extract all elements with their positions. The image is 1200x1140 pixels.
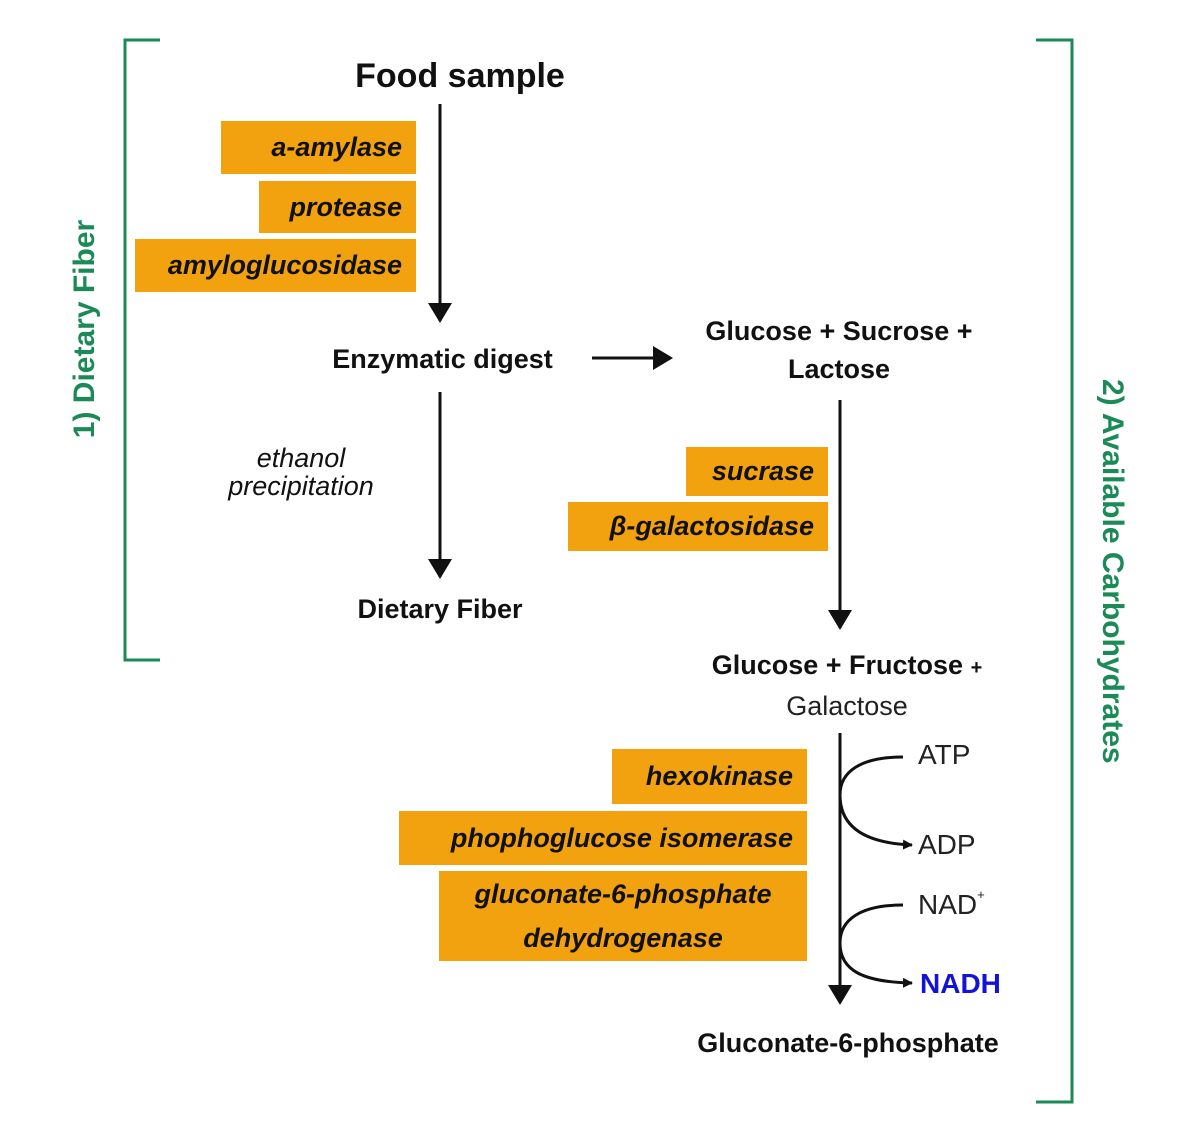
cofactor-adp: ADP — [918, 829, 976, 860]
enzyme-hexokinase: hexokinase — [612, 749, 807, 804]
cofactor-nadh: NADH — [920, 968, 1001, 999]
enzyme-sucrase: sucrase — [686, 447, 828, 496]
section-label-available-carbohydrates: 2) Available Carbohydrates — [1096, 379, 1129, 764]
node-monosaccharides-line1: Glucose + Fructose + — [682, 646, 1012, 687]
node-dietary-fiber: Dietary Fiber — [357, 594, 523, 624]
enzyme-a-amylase: a-amylase — [221, 121, 416, 174]
enzyme-g6pdh-line2: dehydrogenase — [523, 923, 723, 953]
node-gluconate-6-phosphate: Gluconate-6-phosphate — [697, 1028, 999, 1058]
cofactor-nad: NAD — [918, 889, 978, 920]
node-enzymatic-digest: Enzymatic digest — [332, 344, 553, 374]
node-monosaccharides-plus: + — [970, 657, 983, 679]
enzyme-amyloglucosidase: amyloglucosidase — [135, 239, 416, 292]
node-sugars-line1: Glucose + Sucrose + — [705, 316, 973, 346]
node-sugars-line2: Lactose — [787, 354, 891, 384]
note-line1: ethanol — [256, 443, 346, 473]
right-section-bracket — [1036, 38, 1074, 1104]
note-line2: precipitation — [228, 471, 374, 501]
node-sugars: Glucose + Sucrose + Lactose — [680, 312, 998, 388]
cofactor-nad-plus: NAD+ — [918, 887, 985, 921]
node-monosaccharides-line2: Galactose — [786, 691, 908, 721]
enzyme-protease: protease — [259, 181, 416, 233]
arrow-atp-to-adp — [838, 755, 913, 850]
node-monosaccharides: Glucose + Fructose + Galactose — [682, 646, 1012, 725]
enzyme-beta-galactosidase: β-galactosidase — [568, 502, 828, 551]
cofactor-atp: ATP — [918, 739, 971, 770]
note-ethanol-precipitation: ethanol precipitation — [196, 444, 406, 500]
enzyme-gluconate-6-phosphate-dehydrogenase: gluconate-6-phosphate dehydrogenase — [439, 871, 807, 961]
node-monosaccharides-line1-text: Glucose + Fructose — [711, 650, 964, 680]
enzyme-phosphoglucose-isomerase: phophoglucose isomerase — [399, 811, 807, 865]
left-section-bracket — [123, 38, 160, 662]
cofactor-nad-charge: + — [977, 887, 985, 902]
section-label-dietary-fiber: 1) Dietary Fiber — [68, 219, 101, 439]
arrow-nad-to-nadh — [838, 903, 913, 988]
enzyme-g6pdh-line1: gluconate-6-phosphate — [474, 879, 772, 909]
node-food-sample: Food sample — [355, 57, 565, 95]
